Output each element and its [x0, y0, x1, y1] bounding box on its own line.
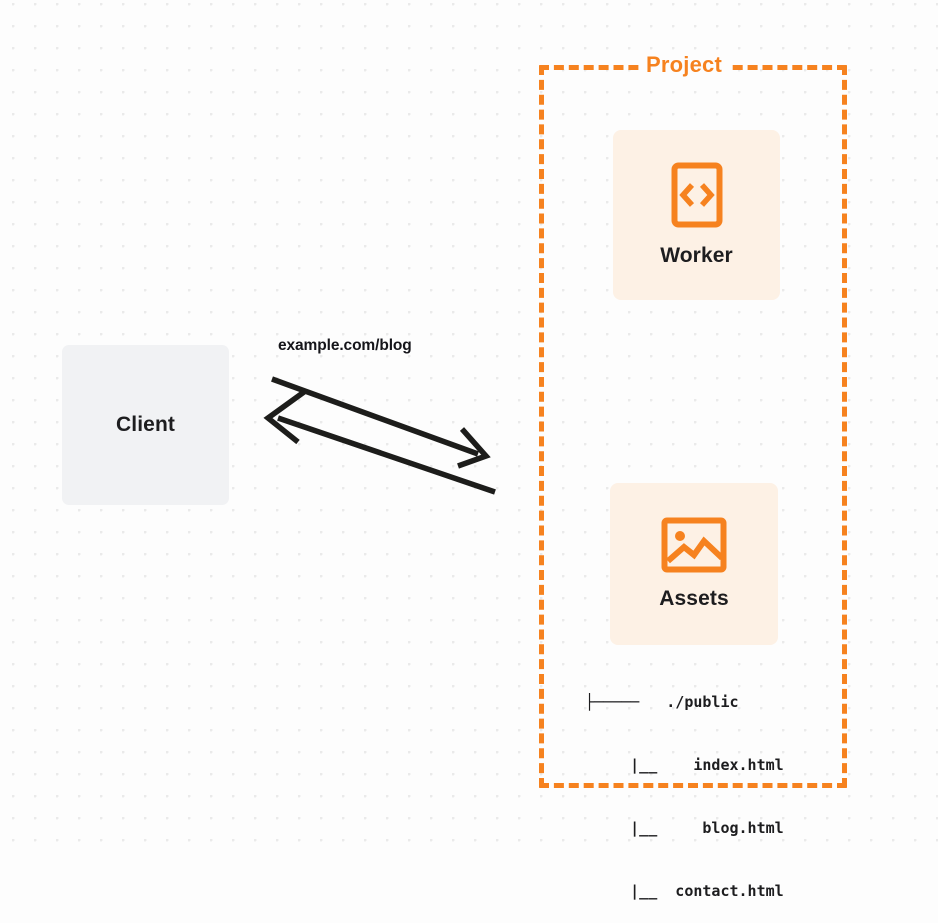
worker-node-label: Worker [660, 244, 733, 267]
file-tree-line: |__ blog.html [585, 819, 784, 837]
dot-grid-background [0, 0, 938, 860]
code-brackets-icon [671, 162, 723, 228]
project-label: Project [640, 52, 728, 78]
assets-file-tree: ├───── ./public |__ index.html |__ blog.… [585, 650, 784, 923]
image-picture-icon [661, 517, 727, 573]
assets-node[interactable]: Assets [610, 483, 778, 645]
file-tree-line: |__ index.html [585, 756, 784, 774]
response-arrow [263, 389, 496, 495]
request-arrow [271, 376, 491, 469]
file-tree-line: ├───── ./public [585, 693, 739, 711]
client-node[interactable]: Client [62, 345, 229, 505]
client-node-label: Client [116, 413, 175, 436]
connection-label: example.com/blog [278, 337, 412, 354]
assets-node-label: Assets [659, 587, 729, 610]
worker-node[interactable]: Worker [613, 130, 780, 300]
file-tree-line: |__ contact.html [585, 882, 784, 900]
connection-arrows [263, 376, 496, 495]
